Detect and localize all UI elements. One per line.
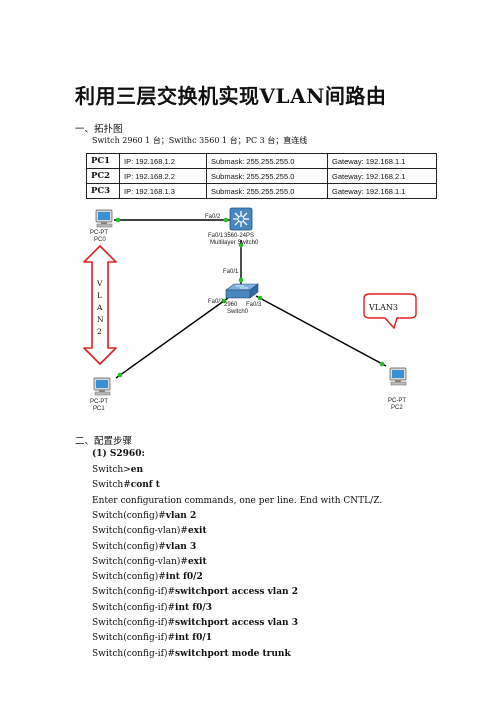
topology-diagram: PC-PT PC0 Fa0/2 Fa0/1 3560-24PS Multilay… <box>83 207 417 412</box>
command-line: Switch#conf t <box>92 480 160 490</box>
table-row: PC2 IP: 192.168.2.2 Submask: 255.255.255… <box>86 168 437 184</box>
command-text: int f0/3 <box>175 602 212 613</box>
table-cell: PC2 <box>86 168 120 184</box>
command-line: Switch(config-if)#switchport access vlan… <box>92 618 298 628</box>
fa02-port-label: Fa0/2 <box>205 214 221 220</box>
section-topology-heading: 一、拓扑图 <box>75 124 123 135</box>
port-dot <box>221 298 227 304</box>
pc0-type-label: PC-PT <box>90 230 108 236</box>
port-dot <box>115 217 121 223</box>
command-text: exit <box>187 526 207 537</box>
vlan2-letter: A <box>96 303 103 312</box>
command-line: Switch(config)#int f0/2 <box>92 572 203 582</box>
command-line: Switch>en <box>92 465 143 475</box>
pc1-name-label: PC1 <box>93 406 105 412</box>
command-text: en <box>130 465 144 475</box>
command-prompt: Switch(config)# <box>92 572 166 583</box>
table-cell: IP: 192.168.1.3 <box>119 183 207 199</box>
command-text: int f0/1 <box>175 633 212 644</box>
command-prompt: Switch(config)# <box>92 510 166 521</box>
command-line: Switch(config-if)#int f0/3 <box>92 603 212 613</box>
vlan3-label: VLAN3 <box>368 303 398 312</box>
section-config-heading: 二、配置步骤 <box>75 436 133 447</box>
command-prompt: Switch(config-if)# <box>92 633 176 644</box>
command-line: Switch(config)#vlan 2 <box>92 511 196 521</box>
switch0-fa02-label: Fa0/2 <box>208 299 224 305</box>
command-prompt: Switch(config-if)# <box>92 648 176 659</box>
pc1-icon[interactable] <box>93 377 111 396</box>
command-line: Switch(config-if)#switchport access vlan… <box>92 587 298 597</box>
command-prompt: Switch(config-if)# <box>92 602 176 613</box>
ip-table: PC1 IP: 192.168.1.2 Submask: 255.255.255… <box>86 153 437 199</box>
switch0-name-label: Switch0 <box>227 309 249 315</box>
command-line: Switch(config)#vlan 3 <box>92 542 196 552</box>
command-prompt: Enter configuration commands, one per li… <box>92 495 383 506</box>
vlan2-letter: V <box>96 279 103 288</box>
topology-description: Switch 2960 1 台；Swithc 3560 1 台；PC 3 台；直… <box>92 136 308 145</box>
port-dot <box>238 242 244 248</box>
table-row: PC3 IP: 192.168.1.3 Submask: 255.255.255… <box>86 183 437 199</box>
pc0-icon[interactable] <box>95 209 113 228</box>
port-dot <box>238 277 244 283</box>
command-line: Switch(config-if)#switchport mode trunk <box>92 649 291 659</box>
ml-name-label: Multilayer Switch0 <box>210 240 259 246</box>
table-cell: Gateway: 192.168.1.1 <box>327 153 437 169</box>
switch0-model-label: 2960 <box>224 302 238 308</box>
ml-port-label: Fa0/1 <box>208 233 224 239</box>
switch0-icon[interactable] <box>225 283 259 299</box>
command-prompt: Switch(config-vlan)# <box>92 526 188 537</box>
command-text: vlan 2 <box>165 510 197 521</box>
table-cell: IP: 192.168.2.2 <box>119 168 207 184</box>
pc1-type-label: PC-PT <box>90 399 108 405</box>
command-text: int f0/2 <box>165 572 203 583</box>
link-switch0-pc2 <box>255 295 387 367</box>
pc2-name-label: PC2 <box>391 405 403 411</box>
vlan2-arrow <box>83 245 117 365</box>
pc2-type-label: PC-PT <box>388 398 406 404</box>
command-text: switchport mode trunk <box>175 648 291 659</box>
switch0-fa03-label: Fa0/3 <box>246 302 262 308</box>
table-row: PC1 IP: 192.168.1.2 Submask: 255.255.255… <box>86 153 437 169</box>
command-text: vlan 3 <box>165 541 197 552</box>
table-cell: Submask: 255.255.255.0 <box>206 183 328 199</box>
table-cell: Submask: 255.255.255.0 <box>206 153 328 169</box>
multilayer-switch-icon[interactable] <box>229 207 253 231</box>
command-prompt: Switch(config)# <box>92 541 166 552</box>
command-text: switchport access vlan 3 <box>175 618 298 628</box>
table-cell: Gateway: 192.168.1.1 <box>327 183 437 199</box>
table-cell: Submask: 255.255.255.0 <box>206 168 328 184</box>
command-prompt: Switch> <box>92 465 131 475</box>
command-prompt: Switch(config-if)# <box>92 587 176 598</box>
command-line: Enter configuration commands, one per li… <box>92 496 382 506</box>
ml-model-label: 3560-24PS <box>224 233 254 239</box>
vlan3-callout <box>363 293 417 330</box>
vlan2-letter: N <box>97 315 104 324</box>
table-cell: PC1 <box>86 153 120 169</box>
port-dot <box>223 217 229 223</box>
page-title: 利用三层交换机实现VLAN间路由 <box>75 84 387 108</box>
port-dot <box>117 372 123 378</box>
command-line: Switch(config-if)#int f0/1 <box>92 633 212 643</box>
port-dot <box>257 295 263 301</box>
link-switch0-pc1 <box>115 297 229 379</box>
command-line: Switch(config-vlan)#exit <box>92 557 207 567</box>
command-prompt: Switch(config-if)# <box>92 618 176 628</box>
command-text: switchport access vlan 2 <box>175 587 298 598</box>
command-text: exit <box>187 556 207 567</box>
command-prompt: Switch# <box>92 480 131 491</box>
table-cell: PC3 <box>86 183 120 199</box>
pc2-icon[interactable] <box>389 367 407 386</box>
step1-heading: (1) S2960: <box>92 449 145 459</box>
command-text: conf t <box>130 480 160 491</box>
vlan2-letter: 2 <box>97 327 102 336</box>
table-cell: IP: 192.168.1.2 <box>119 153 207 169</box>
pc0-name-label: PC0 <box>94 237 106 243</box>
port-dot <box>379 361 385 367</box>
command-prompt: Switch(config-vlan)# <box>92 556 188 567</box>
switch0-fa01-label: Fa0/1 <box>223 269 239 275</box>
vlan2-letter: L <box>97 291 102 300</box>
table-cell: Gateway: 192.168.2.1 <box>327 168 437 184</box>
command-line: Switch(config-vlan)#exit <box>92 526 207 536</box>
